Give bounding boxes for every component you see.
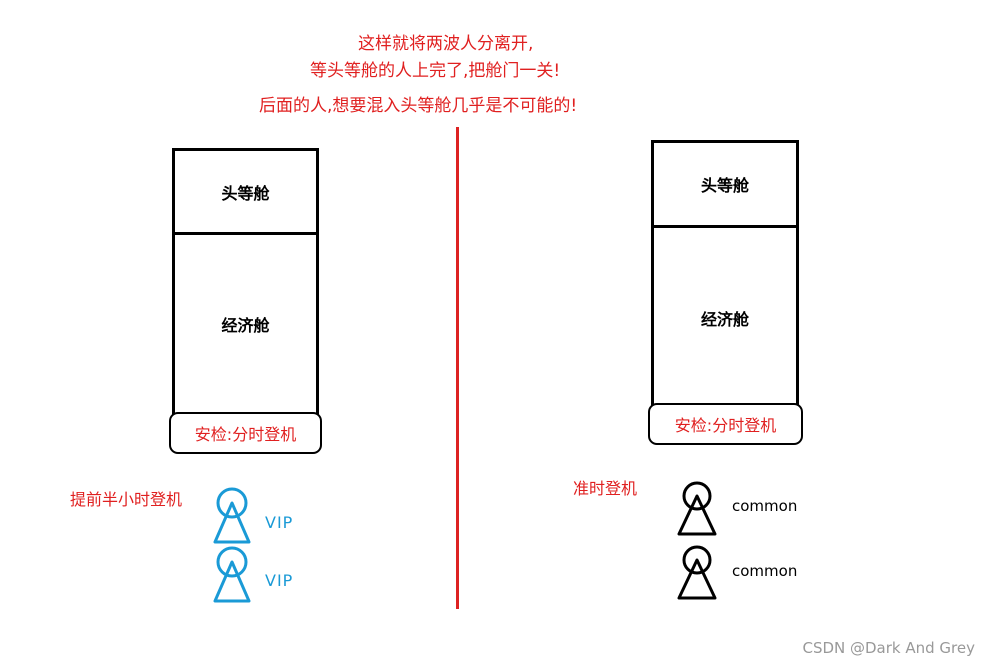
right-economy-label: 经济舱 (700, 309, 749, 329)
right-security-check: 安检:分时登机 (648, 403, 803, 445)
watermark-text: CSDN @Dark And Grey (802, 639, 975, 657)
right-economy-section: 经济舱 (654, 228, 796, 407)
vip-label-1: VIP (265, 513, 294, 532)
person-icon (213, 487, 251, 544)
left-economy-section: 经济舱 (175, 235, 316, 413)
right-aircraft-cabin: 头等舱 经济舱 (651, 140, 799, 410)
right-first-class-section: 头等舱 (654, 143, 796, 228)
person-icon (677, 545, 717, 600)
caption-line-2: 等头等舱的人上完了,把舱门一关! (310, 61, 561, 81)
left-security-check: 安检:分时登机 (169, 412, 322, 454)
caption-line-3: 后面的人,想要混入头等舱几乎是不可能的! (259, 96, 578, 116)
left-group-label: 提前半小时登机 (70, 490, 183, 509)
vip-label-2: VIP (265, 571, 294, 590)
right-security-label: 安检:分时登机 (674, 416, 777, 435)
caption-line-1: 这样就将两波人分离开, (358, 34, 534, 54)
left-aircraft-cabin: 头等舱 经济舱 (172, 148, 319, 416)
left-first-class-section: 头等舱 (175, 151, 316, 235)
left-security-label: 安检:分时登机 (194, 425, 297, 444)
right-group-label: 准时登机 (573, 479, 638, 498)
common-label-2: common (732, 562, 798, 580)
left-first-class-label: 头等舱 (221, 183, 270, 203)
common-label-1: common (732, 497, 798, 515)
divider-line (456, 127, 459, 609)
person-icon (213, 546, 251, 603)
left-economy-label: 经济舱 (221, 316, 270, 335)
person-icon (677, 481, 717, 536)
right-first-class-label: 头等舱 (700, 176, 749, 195)
